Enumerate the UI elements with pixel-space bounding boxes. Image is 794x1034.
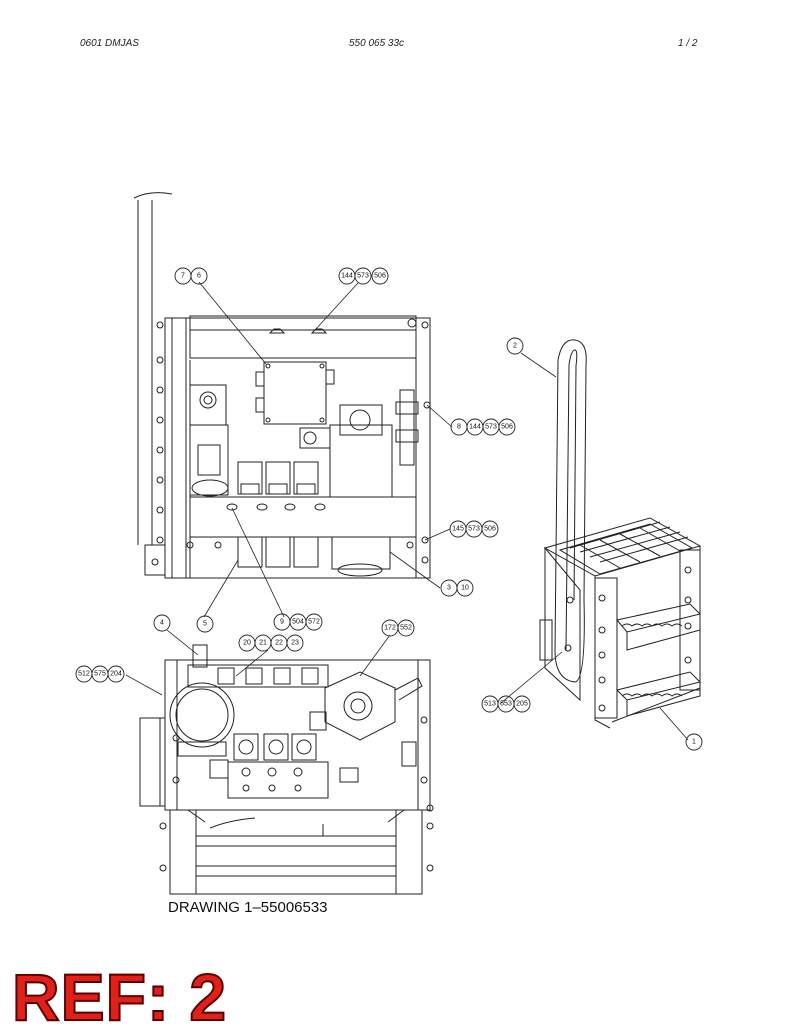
callout-3: 3 [447,585,451,592]
callout-6: 6 [197,273,201,280]
callout-9: 9 [280,619,284,626]
callout-144-right: 144 [469,424,481,431]
callout-506-top: 506 [374,273,386,280]
callout-10: 10 [461,585,469,592]
callout-21: 21 [259,640,267,647]
header-page-number: 1 / 2 [678,38,698,49]
callout-205: 205 [516,701,528,708]
callout-20: 20 [243,640,251,647]
callout-512: 512 [78,671,90,678]
ref-label: REF: 2 [11,960,228,1034]
callout-513: 513 [484,701,496,708]
callout-4: 4 [160,620,164,627]
callout-553: 553 [500,701,512,708]
callout-172: 172 [384,625,396,632]
callout-1: 1 [692,739,696,746]
header-part-number: 550 065 33c [349,38,405,49]
drawing-caption: DRAWING 1–55006533 [168,899,328,916]
callout-573-lower: 573 [468,526,480,533]
callout-145: 145 [452,526,464,533]
callout-bubbles [75,267,703,751]
callout-5: 5 [203,621,207,628]
callout-144-top: 144 [341,273,353,280]
ladder-assembly [539,339,702,729]
upper-assembly [133,192,431,579]
callout-23: 23 [291,640,299,647]
callout-8: 8 [457,424,461,431]
callout-506-lower: 506 [484,526,496,533]
callout-204: 204 [110,671,122,678]
lower-assembly [139,644,434,895]
callout-575: 575 [94,671,106,678]
callout-572: 572 [308,619,320,626]
callout-506-right: 506 [501,424,513,431]
callout-22: 22 [275,640,283,647]
leader-lines [125,281,689,741]
callout-573-top: 573 [357,273,369,280]
callout-552: 552 [400,625,412,632]
callout-7: 7 [181,273,185,280]
header-doc-code: 0601 DMJAS [80,38,139,49]
callout-2: 2 [513,343,517,350]
callout-573-right: 573 [485,424,497,431]
callout-504: 504 [292,619,304,626]
